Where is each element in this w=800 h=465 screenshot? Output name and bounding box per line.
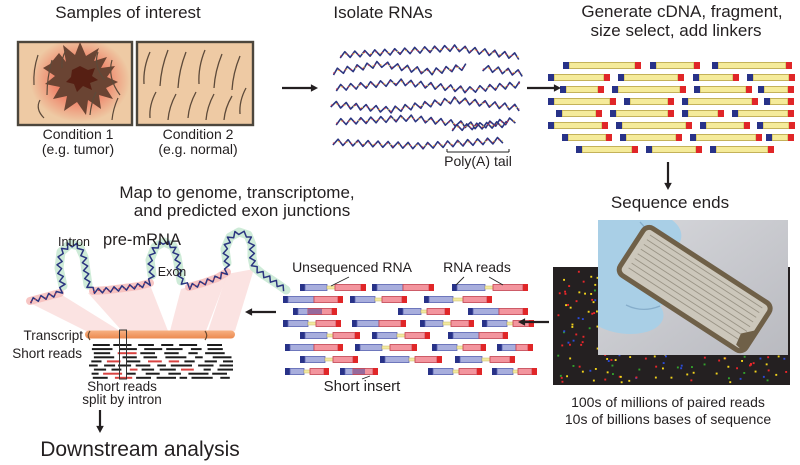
sequence-caption-line1: 100s of millions of paired reads [571, 394, 765, 410]
tumor-sample-illustration [30, 42, 130, 122]
downstream-heading: Downstream analysis [40, 438, 240, 461]
split-caption-line2: split by intron [82, 392, 162, 407]
rna-strands-illustration [330, 44, 523, 153]
rna-reads-label: RNA reads [443, 259, 511, 275]
flow-cell-illustration [616, 224, 773, 354]
short-reads-pileup [89, 344, 233, 379]
arrow-samples-to-rna [282, 84, 318, 92]
isolate-heading: Isolate RNAs [333, 3, 433, 22]
mapping-beam [170, 276, 227, 331]
arrow-sequencing-to-reads [518, 318, 549, 326]
split-caption-line1: Short reads [87, 379, 157, 394]
arrow-cdna-to-sequencing [664, 162, 672, 190]
condition1-label: Condition 1 [42, 126, 114, 142]
paired-reads-illustration [283, 276, 537, 380]
mapping-beam [88, 285, 168, 331]
pre-mrna-strand [29, 230, 285, 304]
cdna-fragments-illustration [548, 62, 795, 153]
mapping-illustration [26, 227, 291, 380]
sequencing-illustration [553, 220, 790, 385]
cdna-heading-line2: size select, add linkers [590, 21, 762, 40]
condition1-sub-label: (e.g. tumor) [41, 141, 115, 157]
map-heading-line1: Map to genome, transcriptome, [119, 183, 355, 202]
intron-label: Intron [58, 235, 90, 249]
normal-sample-illustration [143, 49, 247, 121]
samples-heading: Samples of interest [55, 3, 201, 22]
arrow-reads-to-mapping [245, 308, 276, 316]
arrow-to-downstream [96, 410, 104, 433]
flow-arrows [96, 84, 672, 433]
cdna-heading-line1: Generate cDNA, fragment, [581, 2, 783, 21]
condition2-sub-label: (e.g. normal) [158, 141, 238, 157]
sequence-caption-line2: 10s of billions bases of sequence [564, 411, 772, 427]
intron-split-box [119, 329, 127, 380]
sequence-ends-heading: Sequence ends [610, 193, 730, 212]
condition2-label: Condition 2 [162, 126, 234, 142]
short-reads-label: Short reads [12, 346, 82, 361]
mapping-beam [30, 295, 120, 331]
transcript-bar [85, 330, 235, 339]
map-heading-line2: and predicted exon junctions [133, 201, 351, 220]
unsequenced-rna-label: Unsequenced RNA [292, 259, 412, 275]
exon-label: Exon [157, 265, 187, 279]
transcript-label: Transcript [23, 328, 83, 343]
tissue-samples-illustration [16, 40, 255, 127]
mapping-beam [208, 269, 254, 331]
arrow-rna-to-cdna [527, 84, 561, 92]
premrna-label: pre-mRNA [103, 231, 181, 249]
short-insert-label: Short insert [323, 378, 401, 395]
polya-tail-label: Poly(A) tail [444, 153, 512, 169]
